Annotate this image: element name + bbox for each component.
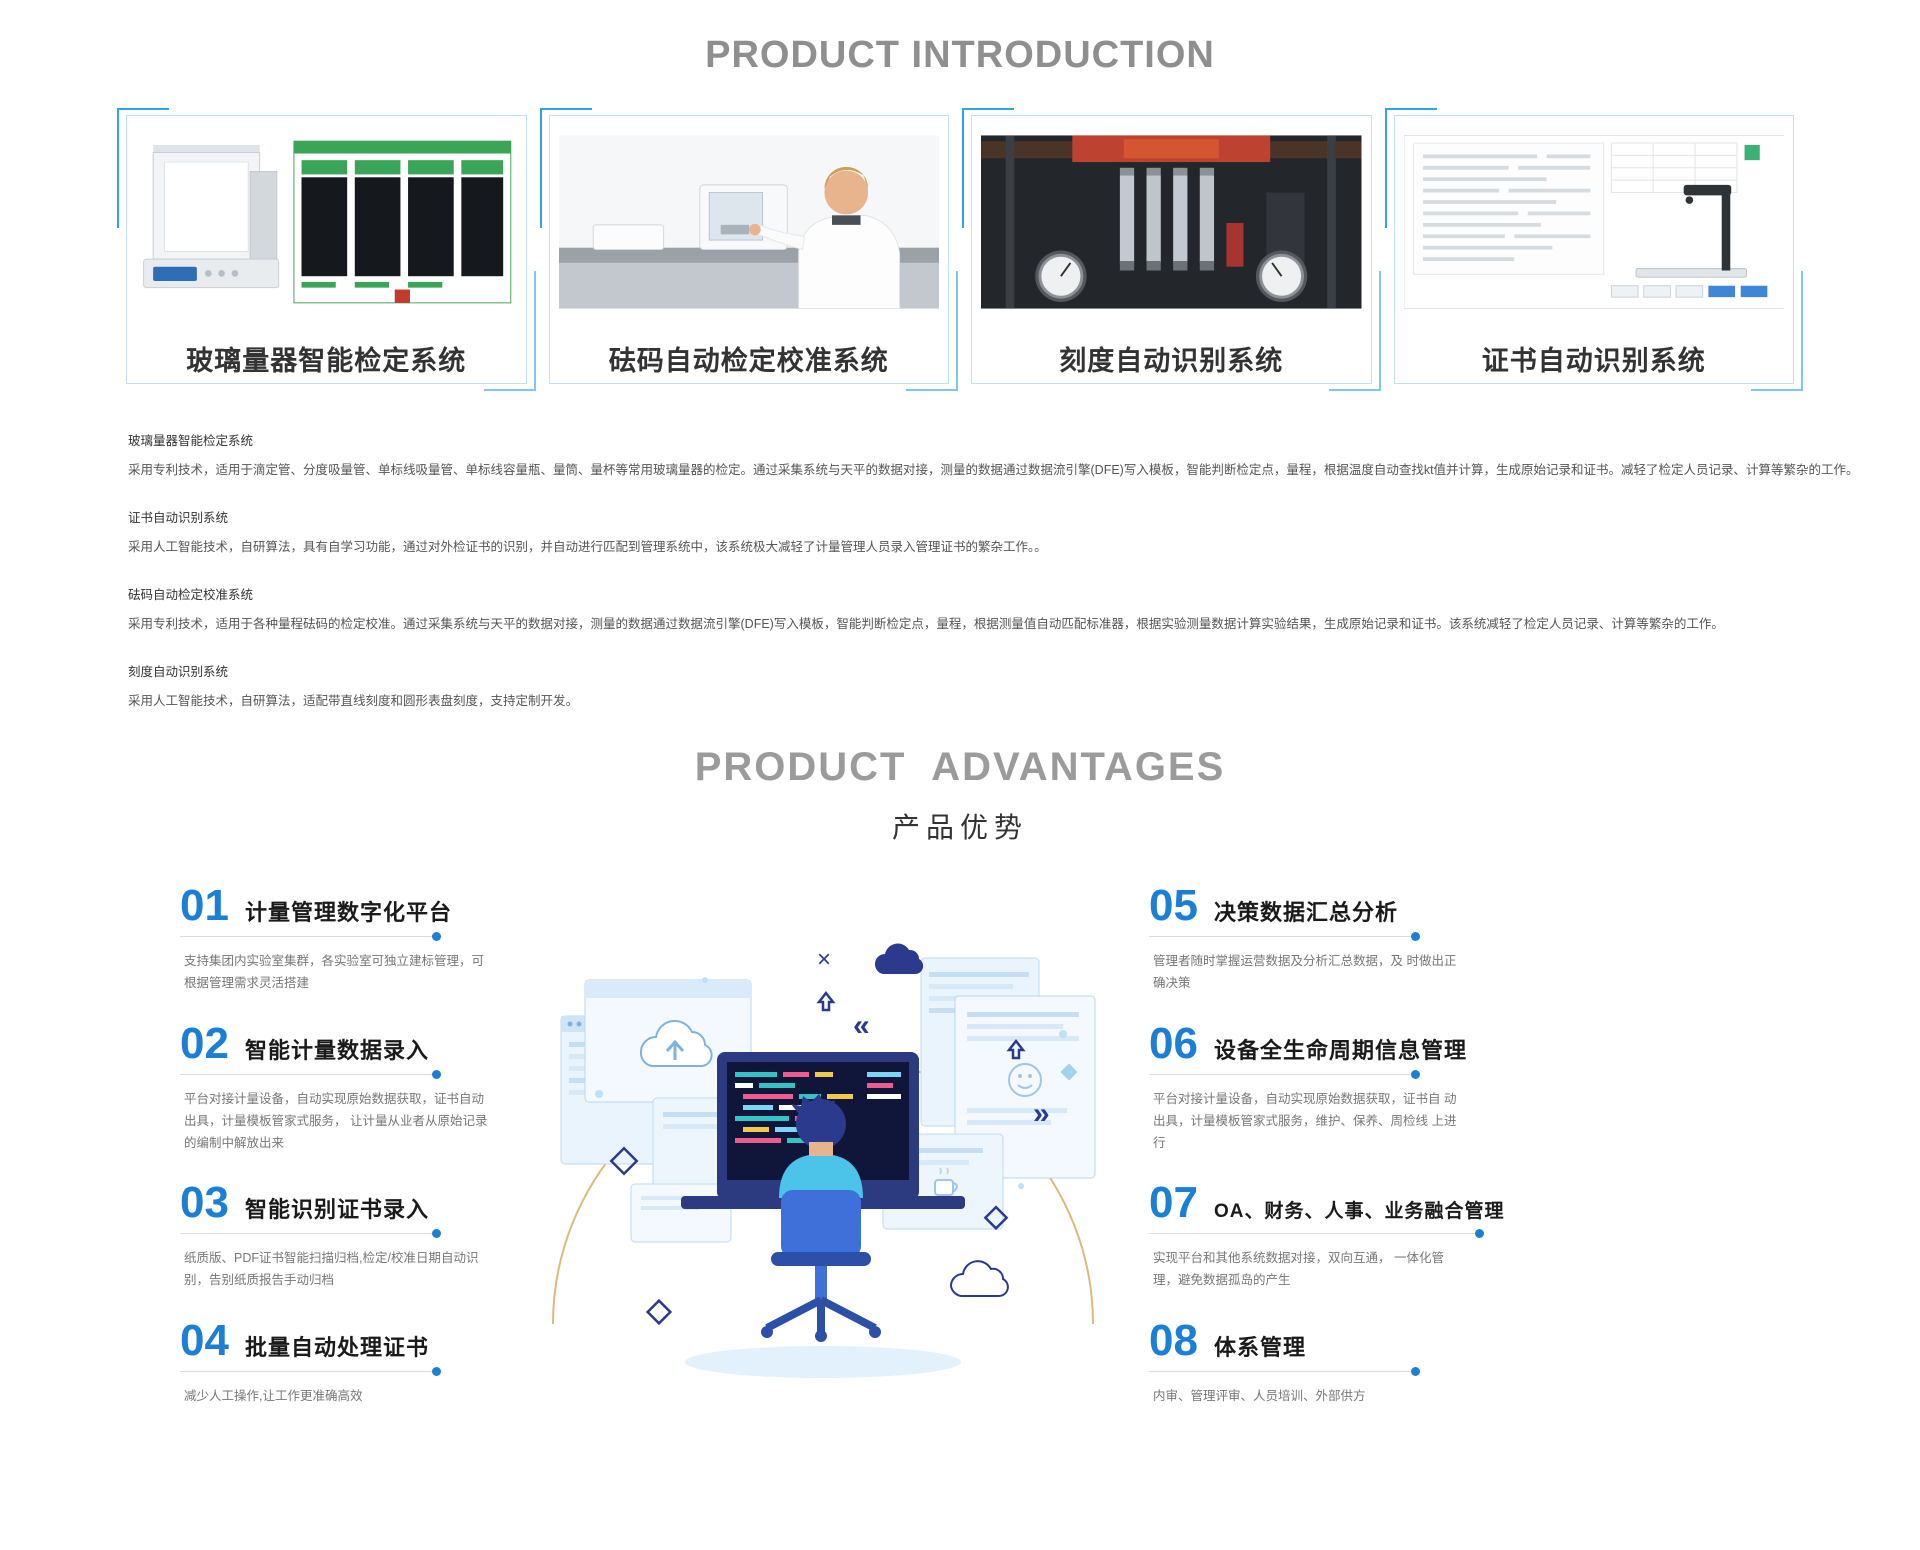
advantage-number: 08 (1149, 1316, 1198, 1366)
advantage-number: 01 (180, 881, 229, 930)
advantage-number: 03 (180, 1178, 229, 1228)
decorative-shapes (609, 990, 1026, 1326)
advantage-title: 计量管理数字化平台 (244, 900, 452, 925)
advantage-item-01: 01 计量管理数字化平台 支持集团内实验室集群，各实验室可独立建标管理，可根据管… (180, 884, 515, 995)
advantage-head: 01 计量管理数字化平台 (180, 884, 515, 928)
advantage-underline-dot (1149, 1229, 1484, 1239)
advantages-right-column: 05 决策数据汇总分析 管理者随时掌握运营数据及分析汇总数据，及 时做出正确决策… (1149, 884, 1539, 1435)
certificate-software-screenshot (1403, 134, 1784, 310)
advantage-description: 平台对接计量设备，自动实现原始数据获取，证书自动出具，计量模板管家式服务， 让计… (184, 1091, 488, 1150)
product-card-certificate: 证书自动识别系统 (1384, 108, 1803, 391)
description-body: 采用人工智能技术，自研算法，适配带直线刻度和圆形表盘刻度，支持定制开发。 (128, 694, 579, 708)
coffee-cup-icon (934, 1167, 958, 1196)
advantage-item-04: 04 批量自动处理证书 减少人工操作,让工作更准确高效 (180, 1319, 515, 1408)
lab-balance-illustration (136, 135, 517, 309)
advantage-description: 内审、管理评审、人员培训、外部供方 (1153, 1389, 1366, 1404)
glassware-verification-system-image (136, 131, 517, 313)
certificate-recognition-system-image (1403, 131, 1784, 313)
description-body: 采用专利技术，适用于滴定管、分度吸量管、单标线吸量管、单标线容量瓶、量筒、量杯等… (128, 463, 1859, 477)
advantage-number: 06 (1149, 1018, 1198, 1068)
advantage-title: 体系管理 (1213, 1335, 1306, 1361)
card-title: 证书自动识别系统 (1481, 346, 1706, 376)
advantage-head: 03 智能识别证书录入 (180, 1181, 515, 1225)
description-heading: 玻璃量器智能检定系统 (128, 434, 254, 448)
advantages-grid: 01 计量管理数字化平台 支持集团内实验室集群，各实验室可独立建标管理，可根据管… (180, 884, 1920, 1435)
advantage-underline-dot (1149, 1367, 1420, 1377)
advantage-item-02: 02 智能计量数据录入 平台对接计量设备，自动实现原始数据获取，证书自动出具，计… (180, 1018, 515, 1155)
advantage-number: 02 (180, 1018, 229, 1068)
description-heading: 砝码自动检定校准系统 (128, 588, 254, 602)
advantage-description: 支持集团内实验室集群，各实验室可独立建标管理，可根据管理需求灵活搭建 (184, 954, 485, 990)
advantage-underline-dot (180, 1069, 441, 1079)
advantage-head: 02 智能计量数据录入 (180, 1018, 515, 1068)
advantage-underline-dot (1149, 932, 1420, 941)
advantage-item-08: 08 体系管理 内审、管理评审、人员培训、外部供方 (1149, 1319, 1539, 1408)
advantage-item-07: 07 OA、财务、人事、业务融合管理 实现平台和其他系统数据对接，双向互通， 一… (1149, 1181, 1539, 1292)
card-title: 玻璃量器智能检定系统 (186, 346, 467, 376)
product-cards-row: 玻璃量器智能检定系统 (117, 108, 1803, 391)
advantage-title: 决策数据汇总分析 (1213, 900, 1398, 925)
advantage-number: 07 (1149, 1178, 1198, 1228)
description-item: 砝码自动检定校准系统 采用专利技术，适用于各种量程砝码的检定校准。通过采集系统与… (128, 584, 1903, 634)
advantage-head: 05 决策数据汇总分析 (1149, 884, 1539, 928)
advantages-section-title-cn: 产品优势 (891, 812, 1028, 843)
advantage-head: 04 批量自动处理证书 (180, 1319, 515, 1363)
description-heading: 证书自动识别系统 (128, 511, 229, 525)
description-item: 证书自动识别系统 采用人工智能技术，自研算法，具有自学习功能，通过对外检证书的识… (128, 507, 1903, 557)
advantage-head: 06 设备全生命周期信息管理 (1149, 1018, 1539, 1068)
advantage-description: 减少人工操作,让工作更准确高效 (184, 1389, 363, 1404)
description-body: 采用人工智能技术，自研算法，具有自学习功能，通过对外检证书的识别，并自动进行匹配… (128, 540, 1047, 554)
product-card-scale: 刻度自动识别系统 (962, 108, 1381, 391)
advantage-description: 平台对接计量设备，自动实现原始数据获取，证书自 动出具，计量模板管家式服务，维护… (1153, 1091, 1457, 1150)
scale-recognition-system-image (981, 131, 1362, 313)
advantage-title: 设备全生命周期信息管理 (1213, 1037, 1467, 1063)
advantage-title: 智能计量数据录入 (244, 1037, 429, 1063)
advantages-left-column: 01 计量管理数字化平台 支持集团内实验室集群，各实验室可独立建标管理，可根据管… (180, 884, 515, 1435)
developer-workstation-illustration (552, 943, 1096, 1378)
product-introduction-section: PRODUCT INTRODUCTION (0, 0, 1920, 711)
industrial-gauges-photo (981, 135, 1362, 309)
advantage-underline-dot (1149, 1069, 1420, 1079)
advantage-item-05: 05 决策数据汇总分析 管理者随时掌握运营数据及分析汇总数据，及 时做出正确决策 (1149, 884, 1539, 995)
advantage-description: 管理者随时掌握运营数据及分析汇总数据，及 时做出正确决策 (1153, 954, 1457, 990)
advantage-title: 批量自动处理证书 (244, 1335, 429, 1361)
advantage-underline-dot (180, 932, 441, 941)
advantage-item-03: 03 智能识别证书录入 纸质版、PDF证书智能扫描归档,检定/校准日期自动识别，… (180, 1181, 515, 1292)
product-advantages-section: PRODUCT ADVANTAGES 产品优势 01 计量管理数字化平台 支持集… (0, 745, 1920, 1435)
advantage-number: 05 (1149, 881, 1198, 930)
weight-calibration-system-image (558, 131, 939, 313)
intro-section-title: PRODUCT INTRODUCTION (705, 34, 1215, 76)
advantage-head: 07 OA、财务、人事、业务融合管理 (1149, 1181, 1539, 1225)
description-heading: 刻度自动识别系统 (128, 665, 229, 679)
description-body: 采用专利技术，适用于各种量程砝码的检定校准。通过采集系统与天平的数据对接，测量的… (128, 617, 1724, 631)
advantage-item-06: 06 设备全生命周期信息管理 平台对接计量设备，自动实现原始数据获取，证书自 动… (1149, 1018, 1539, 1155)
product-descriptions: 玻璃量器智能检定系统 采用专利技术，适用于滴定管、分度吸量管、单标线吸量管、单标… (128, 430, 1903, 711)
cloud-outline-icon (949, 1260, 1009, 1297)
description-item: 玻璃量器智能检定系统 采用专利技术，适用于滴定管、分度吸量管、单标线吸量管、单标… (128, 430, 1903, 480)
product-card-weight: 砝码自动检定校准系统 (539, 108, 958, 391)
advantage-underline-dot (180, 1367, 441, 1377)
advantage-underline-dot (180, 1229, 441, 1239)
card-title: 砝码自动检定校准系统 (608, 346, 889, 376)
advantage-description: 实现平台和其他系统数据对接，双向互通， 一体化管理，避免数据孤岛的产生 (1153, 1251, 1444, 1288)
person-at-desk (779, 1094, 863, 1198)
advantage-title: OA、财务、人事、业务融合管理 (1213, 1201, 1505, 1223)
description-item: 刻度自动识别系统 采用人工智能技术，自研算法，适配带直线刻度和圆形表盘刻度，支持… (128, 661, 1903, 711)
advantage-head: 08 体系管理 (1149, 1319, 1539, 1363)
center-illustration: × « » (523, 884, 1123, 1404)
advantage-description: 纸质版、PDF证书智能扫描归档,检定/校准日期自动识别，告别纸质报告手动归档 (184, 1251, 479, 1288)
advantage-title: 智能识别证书录入 (244, 1197, 429, 1223)
cloud-icon (874, 943, 924, 975)
lab-technician-photo (558, 135, 939, 310)
office-chair (761, 1190, 881, 1342)
advantage-number: 04 (180, 1316, 229, 1366)
card-title: 刻度自动识别系统 (1059, 346, 1284, 376)
advantages-section-title-en: PRODUCT ADVANTAGES (694, 745, 1226, 789)
product-card-glassware: 玻璃量器智能检定系统 (117, 108, 536, 391)
